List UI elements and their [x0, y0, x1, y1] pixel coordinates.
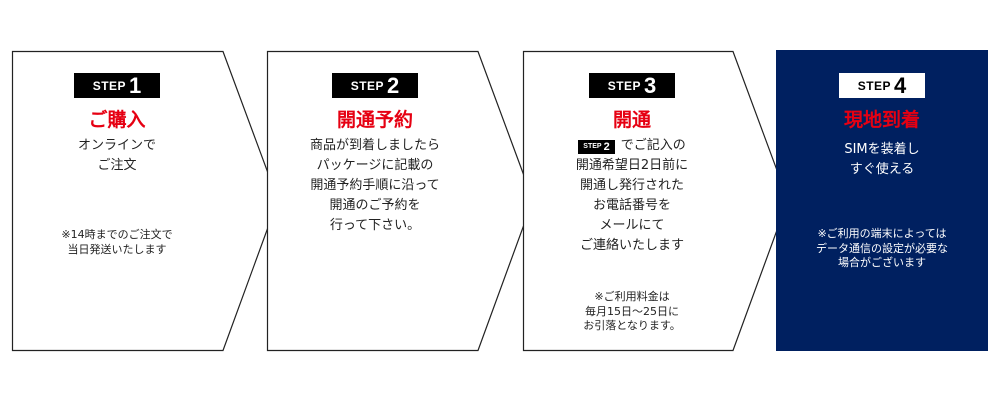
step-note: ※ご利用の端末によっては データ通信の設定が必要な 場合がございます [816, 227, 948, 269]
step-word: STEP [583, 143, 602, 150]
step-body-rest: 開通希望日2日前に 開通し発行された お電話番号を メールにて ご連絡いたします [575, 158, 689, 253]
step-number: 3 [644, 72, 657, 98]
step-title: 開通 [612, 109, 651, 131]
step1-arrow-shape [11, 50, 279, 352]
step3-arrow-shape [522, 50, 789, 352]
step-body: オンラインで ご注文 [77, 138, 156, 173]
step-note: ※14時までのご注文で 当日発送いたします [61, 228, 173, 256]
step-number: 1 [129, 72, 142, 98]
step-title: 現地到着 [843, 109, 920, 131]
step4-box-shape [776, 50, 988, 351]
step-body-first-line: でご記入の [620, 138, 686, 153]
step-title: ご購入 [88, 109, 146, 131]
step-note: ※ご利用料金は 毎月15日～25日に お引落となります。 [583, 290, 681, 332]
step-body: SIMを装着し すぐ使える [844, 142, 920, 177]
step-number: 2 [603, 141, 610, 153]
step-word: STEP [350, 78, 385, 93]
step-word: STEP [607, 78, 642, 93]
step-body: 商品が到着しましたら パッケージに記載の 開通予約手順に沿って 開通のご予約を … [309, 138, 440, 233]
step-title: 開通予約 [336, 109, 413, 131]
step-word: STEP [92, 78, 127, 93]
step-number: 2 [387, 72, 400, 98]
step-number: 4 [894, 72, 907, 98]
step2-arrow-shape [266, 50, 534, 352]
step-word: STEP [857, 78, 892, 93]
